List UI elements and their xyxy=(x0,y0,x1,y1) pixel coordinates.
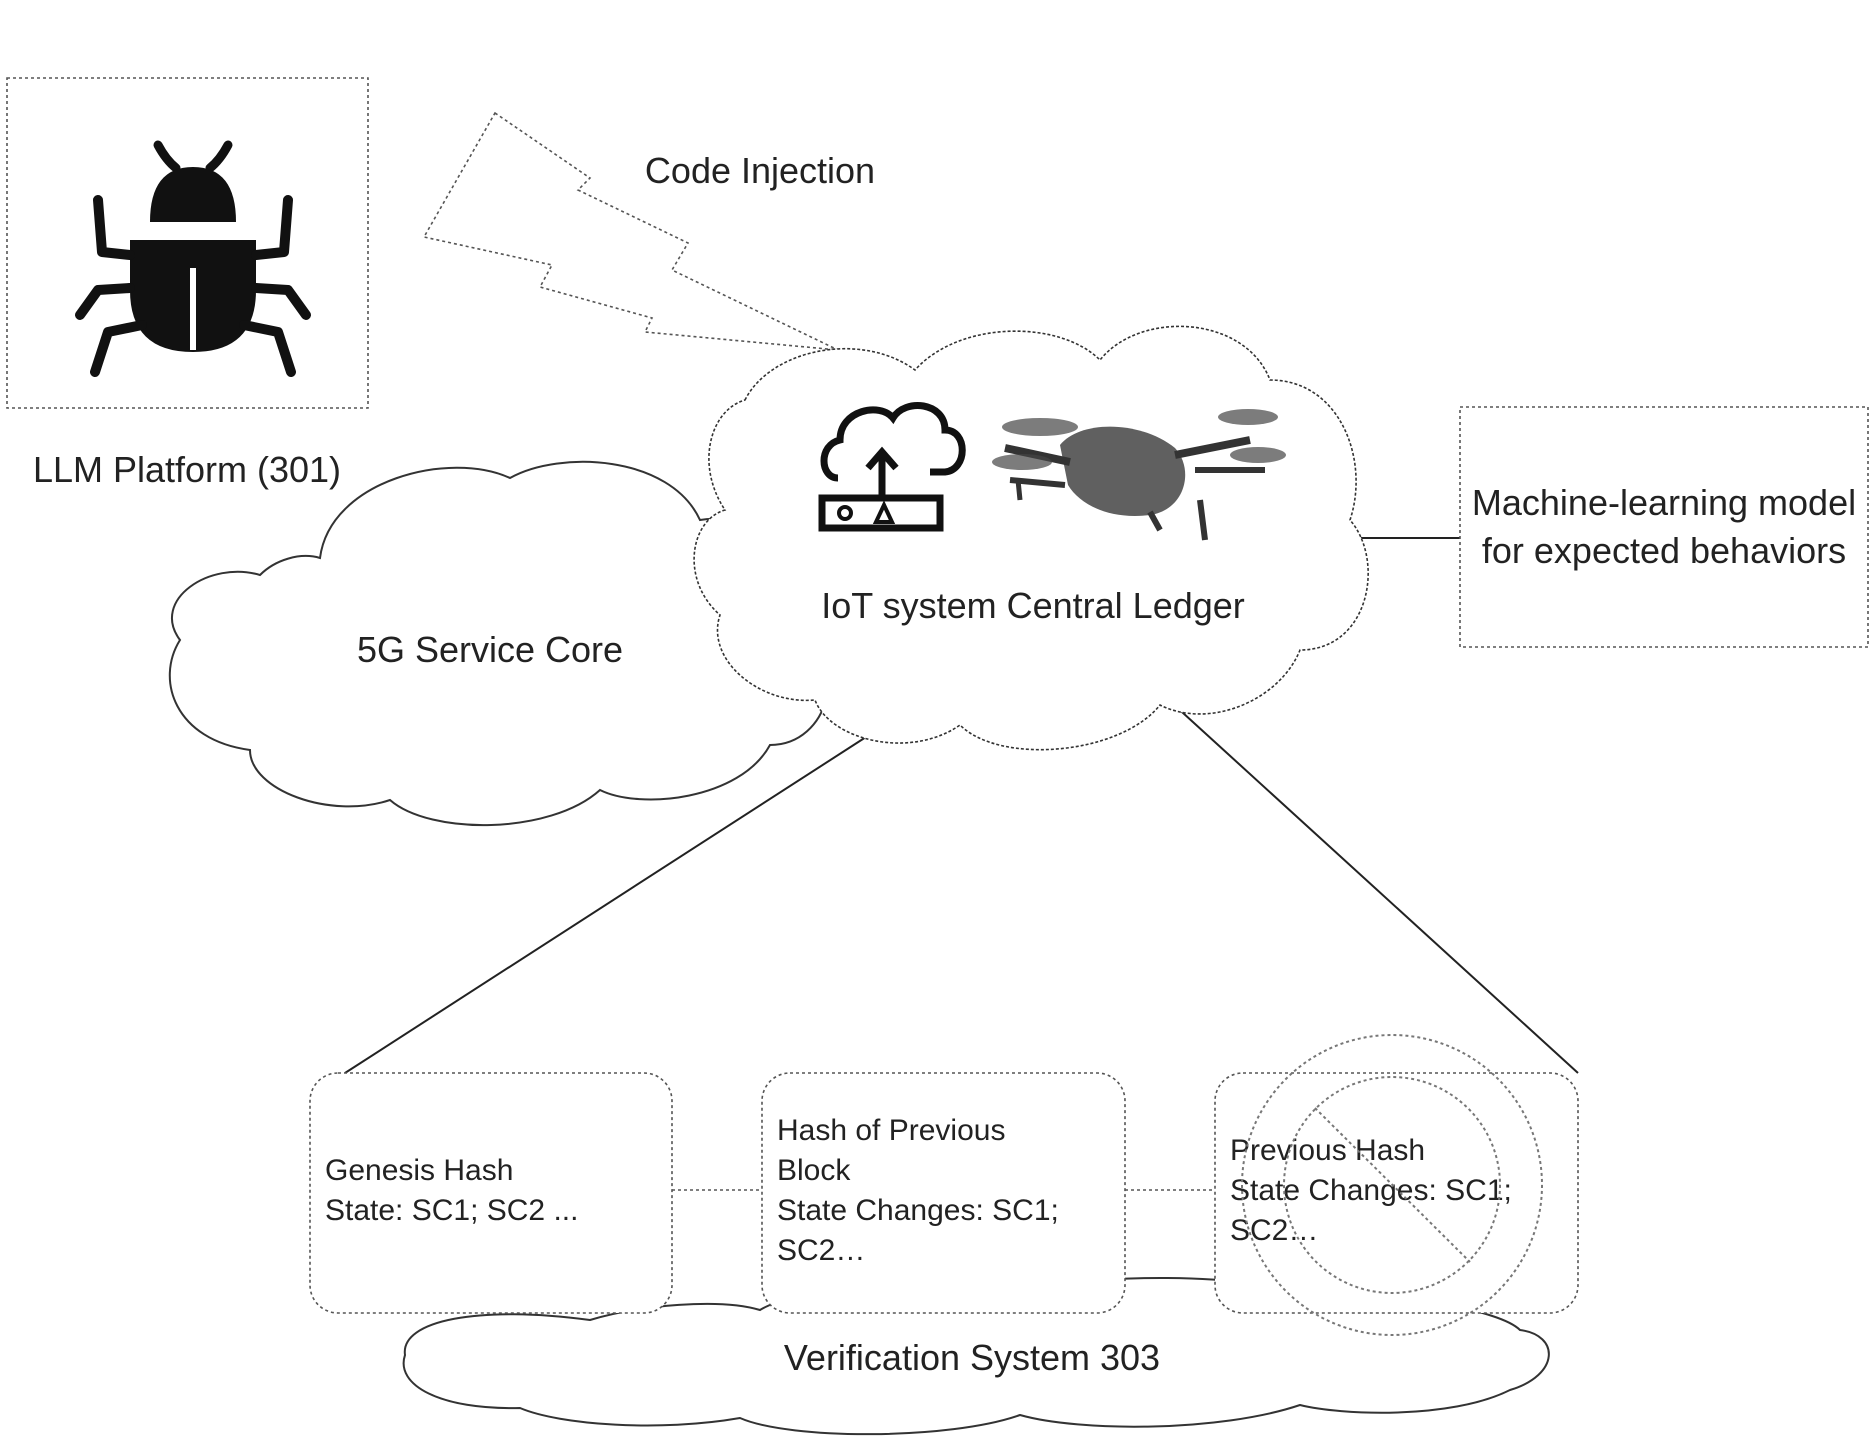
ml-model-box xyxy=(1460,407,1868,647)
block-genesis: Genesis Hash State: SC1; SC2 ... xyxy=(310,1073,672,1313)
connector-ledger-to-last-block xyxy=(1160,692,1578,1073)
llm-platform-label: LLM Platform (301) xyxy=(33,449,341,490)
block-middle: Hash of Previous Block State Changes: SC… xyxy=(762,1073,1125,1313)
block-line: State Changes: SC1; xyxy=(1230,1174,1512,1207)
central-ledger-label: IoT system Central Ledger xyxy=(821,585,1245,626)
llm-platform: LLM Platform (301) xyxy=(7,78,368,490)
block-line: Block xyxy=(777,1154,851,1187)
ml-model: Machine-learning model for expected beha… xyxy=(1460,407,1868,647)
block-line: State Changes: SC1; xyxy=(777,1194,1059,1227)
code-injection: Code Injection xyxy=(424,113,875,350)
ml-model-line1: Machine-learning model xyxy=(1472,482,1856,523)
central-ledger-cloud: IoT system Central Ledger xyxy=(694,326,1368,749)
block-line: Hash of Previous xyxy=(777,1114,1005,1147)
block-tampered: Previous Hash State Changes: SC1; SC2… xyxy=(1215,1035,1578,1335)
block-line: Genesis Hash xyxy=(325,1154,513,1187)
service-core-label: 5G Service Core xyxy=(357,629,623,670)
verification-label: Verification System 303 xyxy=(784,1337,1160,1378)
ml-model-line2: for expected behaviors xyxy=(1482,530,1846,571)
block-box xyxy=(310,1073,672,1313)
block-line: Previous Hash xyxy=(1230,1134,1425,1167)
block-box xyxy=(762,1073,1125,1313)
block-line: SC2… xyxy=(1230,1214,1318,1247)
code-injection-label: Code Injection xyxy=(645,150,875,191)
block-line: SC2… xyxy=(777,1234,865,1267)
lightning-bolt-icon xyxy=(424,113,838,350)
block-line: State: SC1; SC2 ... xyxy=(325,1194,578,1227)
bug-icon xyxy=(80,145,306,372)
